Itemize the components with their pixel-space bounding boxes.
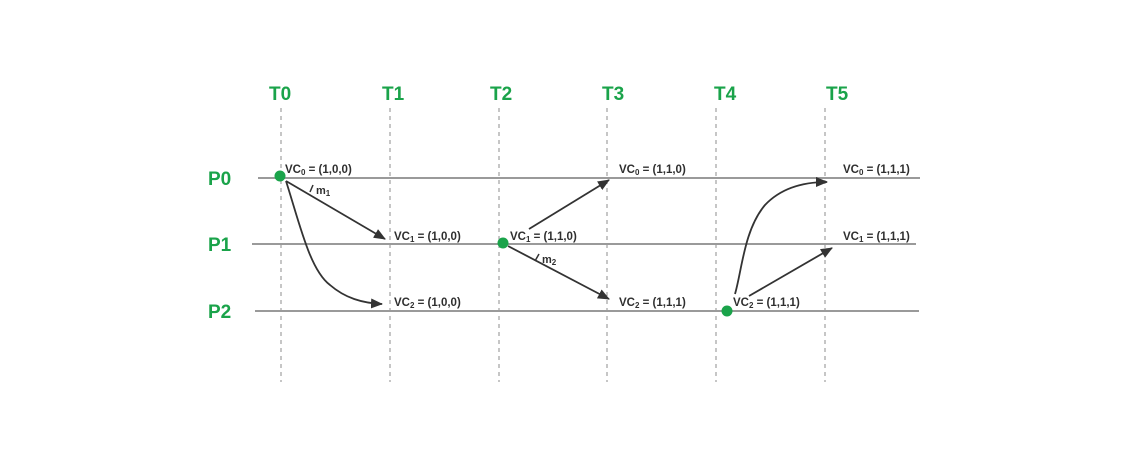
message-arrow-p2-to-p0 [734,177,828,295]
vc-name: VC [394,231,410,243]
message-tick-m2 [534,253,540,262]
vector-clock-label-p2-t4: VC2 = (1,1,1) [733,297,800,310]
vc-sub: 2 [749,301,754,310]
vector-clock-label-p0-t0: VC0 = (1,0,0) [285,164,352,177]
time-label-t3: T3 [602,84,624,105]
message-arrow-p0-to-p1 [285,180,386,240]
vector-clock-label-p1-t5: VC1 = (1,1,1) [843,231,910,244]
vc-value: = (1,1,1) [863,164,910,176]
vc-value: = (1,0,0) [414,231,461,243]
vc-sub: 1 [859,235,864,244]
message-tick-m1 [309,184,314,193]
vc-name: VC [394,297,410,309]
vector-clock-label-p1-t1: VC1 = (1,0,0) [394,231,461,244]
time-label-t4: T4 [714,84,737,105]
process-label-p2: P2 [208,302,231,323]
vc-value: = (1,1,1) [863,231,910,243]
vc-sub: 0 [301,168,306,177]
vc-sub: 0 [635,168,640,177]
vector-clock-label-p2-t3: VC2 = (1,1,1) [619,297,686,310]
vc-sub: 2 [635,301,640,310]
vector-clock-label-p1-t2: VC1 = (1,1,0) [510,231,577,244]
time-label-t0: T0 [269,84,291,105]
vc-name: VC [619,164,635,176]
vc-sub: 2 [410,301,415,310]
vc-name: VC [733,297,749,309]
message-label-m1-name: m [316,185,326,197]
message-label-m2-sub: 2 [552,258,557,267]
event-dot-p1-t2 [497,237,509,249]
vc-name: VC [619,297,635,309]
vector-clock-label-p0-t5: VC0 = (1,1,1) [843,164,910,177]
vc-name: VC [285,164,301,176]
message-label-m2: m2 [542,254,557,267]
vc-value: = (1,1,1) [639,297,686,309]
vector-clock-label-p0-t3: VC0 = (1,1,0) [619,164,686,177]
message-arrow-p0-to-p2 [285,180,383,309]
vc-value: = (1,1,0) [639,164,686,176]
message-arrow-p1-to-p2 [507,245,610,300]
vc-value: = (1,1,1) [753,297,800,309]
message-arrow-p1-to-p0 [528,179,610,230]
event-dot-p0-t0 [274,170,286,182]
time-label-t1: T1 [382,84,405,105]
vc-value: = (1,1,0) [530,231,577,243]
time-label-t2: T2 [490,84,512,105]
message-label-m1: m1 [316,185,331,198]
vc-value: = (1,0,0) [305,164,352,176]
message-label-m2-name: m [542,254,552,266]
vc-name: VC [510,231,526,243]
message-label-m1-sub: 1 [326,189,331,198]
vc-name: VC [843,164,859,176]
vector-clock-label-p2-t1: VC2 = (1,0,0) [394,297,461,310]
process-label-p1: P1 [208,235,232,256]
time-label-t5: T5 [826,84,849,105]
vc-value: = (1,0,0) [414,297,461,309]
vc-sub: 0 [859,168,864,177]
vc-sub: 1 [526,235,531,244]
message-arrow-p2-to-p1 [748,247,833,297]
event-dot-p2-t4 [721,305,733,317]
process-label-p0: P0 [208,169,231,190]
vc-name: VC [843,231,859,243]
vc-sub: 1 [410,235,415,244]
